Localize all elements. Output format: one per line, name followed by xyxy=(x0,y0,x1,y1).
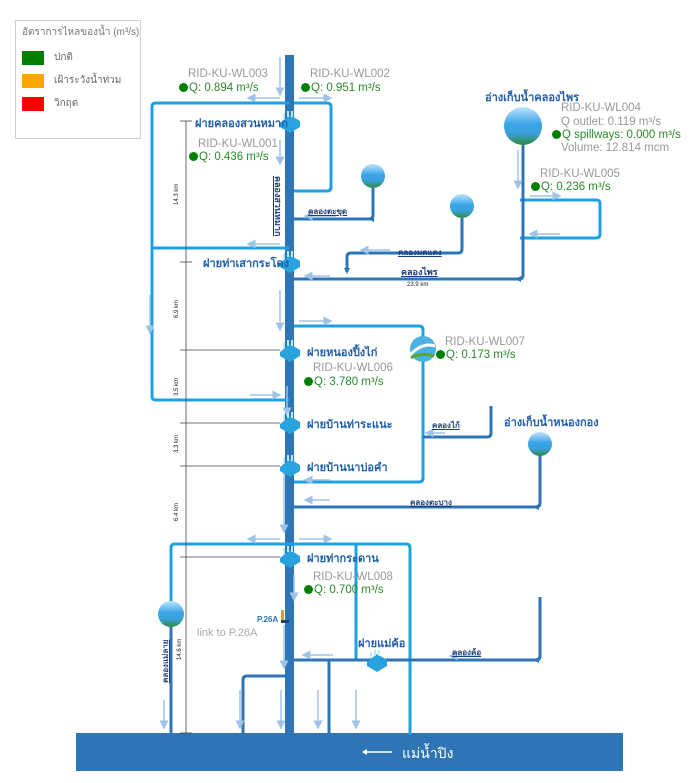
station-wl004-spillways[interactable]: Q spillways: 0.000 m³/s xyxy=(552,129,681,141)
station-wl007-id[interactable]: RID-KU-WL007 xyxy=(445,336,525,348)
weir-icons xyxy=(280,111,387,672)
weir-icon xyxy=(280,251,300,273)
station-wl002-flow[interactable]: Q: 0.951 m³/s xyxy=(301,82,381,94)
canal-label-krabang: คลองตะบาง xyxy=(410,498,452,507)
flow-value: Q: 0.236 m³/s xyxy=(541,181,611,193)
station-wl005-id[interactable]: RID-KU-WL005 xyxy=(540,168,620,180)
flow-rate-legend: อัตราการไหลของน้ำ (m³/s) ปกติ เฝ้าระวังน… xyxy=(15,20,141,139)
station-wl006-flow[interactable]: Q: 3.780 m³/s xyxy=(304,376,384,388)
flow-value: Q: 0.436 m³/s xyxy=(199,151,269,163)
legend-label: ปกติ xyxy=(54,52,73,63)
canal-label-phai: คลองไพร xyxy=(401,267,438,277)
reservoir-icon xyxy=(450,194,474,218)
weir-label-tha-sao-kradong: ฝายท่าเสากระโดง xyxy=(203,258,290,270)
reservoir-icon xyxy=(158,601,184,627)
reservoir-icon xyxy=(361,164,385,188)
weir-label-khlong-suan-mak: ฝายคลองสวนหมาก xyxy=(195,118,288,130)
flow-value: Q: 0.951 m³/s xyxy=(311,82,381,94)
branch-canals xyxy=(150,101,602,735)
reservoir-icon xyxy=(528,432,552,456)
station-wl004-id[interactable]: RID-KU-WL004 xyxy=(561,102,641,114)
gauge-p26a-icon xyxy=(281,610,284,622)
reservoir-label-nong-kong: อ่างเก็บน้ำหนองกอง xyxy=(504,417,599,429)
legend-label: เฝ้าระวังน้ำท่วม xyxy=(54,75,122,86)
canal-label-khai: คลองไก้ xyxy=(432,421,460,430)
distance-label-phai: 23.9 km xyxy=(407,282,429,288)
flow-value: Q: 0.173 m³/s xyxy=(446,349,516,361)
gauge-station-icon xyxy=(409,336,436,362)
status-dot xyxy=(531,182,540,191)
flow-value: Q spillways: 0.000 m³/s xyxy=(562,129,681,141)
legend-swatch-red xyxy=(22,96,44,111)
status-dot xyxy=(179,83,188,92)
station-wl004-outlet: Q outlet: 0.119 m³/s xyxy=(561,116,662,128)
gauge-base xyxy=(281,620,289,623)
status-dot xyxy=(189,152,198,161)
station-wl006-id[interactable]: RID-KU-WL006 xyxy=(313,362,393,374)
station-wl003-flow[interactable]: Q: 0.894 m³/s xyxy=(179,82,259,94)
station-wl004-volume: Volume: 12.814 mcm xyxy=(561,142,670,154)
legend-item-watch: เฝ้าระวังน้ำท่วม xyxy=(22,69,134,92)
weir-icon xyxy=(367,650,387,672)
station-wl003-id[interactable]: RID-KU-WL003 xyxy=(188,68,268,80)
ping-river xyxy=(76,733,623,771)
flow-arrows xyxy=(145,57,562,730)
status-dot xyxy=(436,350,445,359)
station-wl008-id[interactable]: RID-KU-WL008 xyxy=(313,571,393,583)
distance-label: 6.4 km xyxy=(174,502,180,521)
weir-icon xyxy=(280,546,300,568)
distance-label: 3.5 km xyxy=(174,377,180,396)
canal-label-takhut: คลองตะขุด xyxy=(308,207,348,216)
weir-label-tha-kradan: ฝายท่ากระดาน xyxy=(307,553,379,565)
weir-icon xyxy=(280,111,300,133)
distance-label: 3.3 km xyxy=(174,434,180,453)
status-dot xyxy=(301,83,310,92)
canal-label-kho: คลองค้อ xyxy=(452,648,482,657)
link-to-p26a[interactable]: link to P.26A xyxy=(197,627,258,639)
gauge-label: P.26A xyxy=(257,615,279,624)
station-wl001-flow[interactable]: Q: 0.436 m³/s xyxy=(189,151,269,163)
river-arrowhead xyxy=(362,749,367,755)
weir-label-mae-kho: ฝายแม่ค้อ xyxy=(358,638,406,650)
status-dot xyxy=(304,377,313,386)
station-wl002-id[interactable]: RID-KU-WL002 xyxy=(310,68,390,80)
weir-label-ban-na-bo-kham: ฝายบ้านนาบ่อคำ xyxy=(307,462,388,474)
flow-value: Q: 0.700 m³/s xyxy=(314,584,384,596)
reservoir-icon xyxy=(504,107,542,145)
reservoir-label-khlong-phai: อ่างเก็บน้ำคลองไพร xyxy=(485,92,580,104)
legend-swatch-green xyxy=(22,50,44,65)
legend-title: อัตราการไหลของน้ำ (m³/s) xyxy=(22,27,140,38)
weir-icon xyxy=(280,412,300,434)
reservoir-icons xyxy=(158,107,552,627)
main-canal xyxy=(285,55,294,735)
river-label: แม่น้ำปิง xyxy=(402,745,454,761)
station-wl005-flow[interactable]: Q: 0.236 m³/s xyxy=(531,181,611,193)
legend-swatch-orange xyxy=(22,73,44,88)
legend-item-critical: วิกฤต xyxy=(22,92,134,115)
distance-label: 6.9 km xyxy=(174,299,180,318)
distance-label: 14.6 km xyxy=(177,638,183,660)
station-wl008-flow[interactable]: Q: 0.700 m³/s xyxy=(304,584,384,596)
weir-label-ban-tha-ranae: ฝายบ้านท่าระแนะ xyxy=(307,419,393,431)
station-wl007-flow[interactable]: Q: 0.173 m³/s xyxy=(436,349,516,361)
tributary-flow-markers xyxy=(344,216,539,663)
canal-label-mae-lai: คลองแม่ลาย xyxy=(161,639,170,683)
weir-icon xyxy=(280,340,300,362)
station-wl001-id[interactable]: RID-KU-WL001 xyxy=(198,138,278,150)
flow-value: Q: 0.894 m³/s xyxy=(189,82,259,94)
distance-scale xyxy=(180,120,280,734)
canal-label-matdaeng: คลองมดแดง xyxy=(398,248,442,257)
status-dot xyxy=(304,585,313,594)
distance-label: 14.3 km xyxy=(174,183,180,205)
flow-value: Q: 3.780 m³/s xyxy=(314,376,384,388)
weir-icon xyxy=(280,455,300,477)
canal-label-main: คลองสวนหมาก xyxy=(273,176,283,237)
legend-item-normal: ปกติ xyxy=(22,46,134,69)
legend-label: วิกฤต xyxy=(54,98,79,109)
status-dot xyxy=(552,130,561,139)
weir-label-nong-ping-kai: ฝายหนองปิ้งไก่ xyxy=(307,347,378,359)
